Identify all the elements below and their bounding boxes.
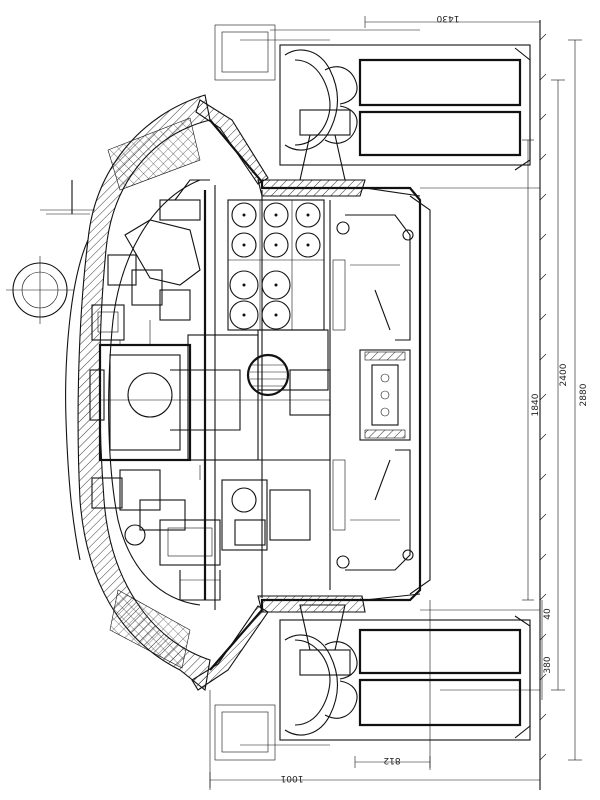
dim-bottom-width: 1001 [281,773,304,783]
upper-track-assembly [214,24,531,181]
lower-track-assembly [214,604,531,761]
dim-right-small-2: 40 [543,608,553,620]
dim-right-overall: 2880 [579,383,589,406]
hull-body [191,99,431,691]
dimension-lines [209,16,582,790]
hull-internals [332,214,414,571]
dim-right-inner: 2400 [559,363,569,386]
turret-dome [6,94,211,692]
upper-mechanisms [91,179,210,345]
dim-bottom-inner: 812 [383,755,400,765]
gun-breech-assembly [89,329,331,462]
ammunition-rack [227,199,325,331]
lower-mechanisms [91,465,311,601]
dim-top-width: 1430 [436,13,459,23]
dim-right-mid: 1840 [531,393,541,416]
turret-inner-wall [108,179,216,610]
dim-right-small-1: 380 [543,656,553,673]
ground-line [539,20,547,790]
